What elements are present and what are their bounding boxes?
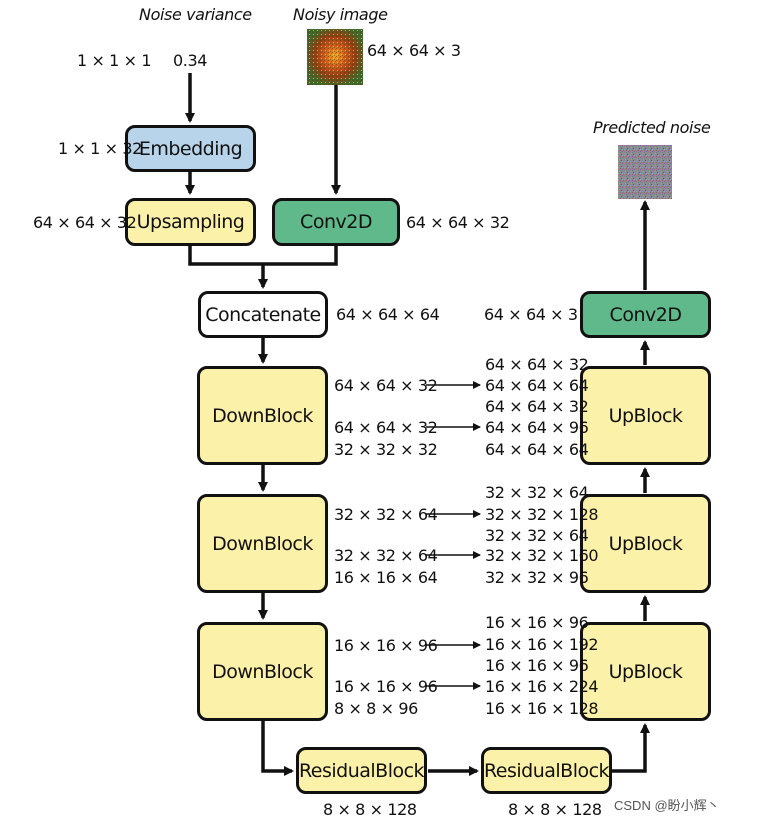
concatenate-shape: 64 × 64 × 64 — [336, 305, 440, 324]
noise-variance-header: Noise variance — [139, 5, 252, 24]
watermark-text: CSDN @盼小辉丶 — [614, 798, 720, 813]
ub2-shape-4: 32 × 32 × 160 — [485, 546, 599, 565]
embedding-shape: 1 × 1 × 32 — [58, 139, 142, 158]
ub3-shape-1: 16 × 16 × 96 — [485, 613, 589, 632]
predicted-noise-header: Predicted noise — [593, 118, 711, 137]
db1-skip-shape-1: 64 × 64 × 32 — [334, 376, 438, 395]
ub3-shape-5: 16 × 16 × 128 — [485, 699, 599, 718]
ub3-shape-3: 16 × 16 × 96 — [485, 656, 589, 675]
line-db3-to-res1 — [261, 721, 294, 776]
line-res2-to-ub3 — [612, 723, 650, 773]
embedding-node: Embedding — [125, 125, 256, 172]
noise-value: 0.34 — [173, 51, 208, 70]
db3-skip-shape-1: 16 × 16 × 96 — [334, 636, 438, 655]
residual-block-2: ResidualBlock — [481, 747, 612, 794]
db1-output-shape: 32 × 32 × 32 — [334, 440, 438, 459]
db1-skip-shape-2: 64 × 64 × 32 — [334, 418, 438, 437]
ub1-shape-3: 64 × 64 × 32 — [485, 397, 589, 416]
noisy-image-thumbnail — [307, 29, 363, 85]
ub1-shape-1: 64 × 64 × 32 — [485, 355, 589, 374]
downblock-3: DownBlock — [197, 622, 328, 721]
upsampling-node: Upsampling — [125, 198, 256, 246]
noisy-image-shape: 64 × 64 × 3 — [367, 41, 461, 60]
db2-skip-shape-2: 32 × 32 × 64 — [334, 546, 438, 565]
residual-block-1: ResidualBlock — [296, 747, 427, 794]
noisy-image-header: Noisy image — [293, 5, 388, 24]
downblock-2: DownBlock — [197, 494, 328, 593]
db3-output-shape: 8 × 8 × 96 — [334, 699, 418, 718]
concatenate-node: Concatenate — [198, 291, 328, 338]
db2-skip-shape-1: 32 × 32 × 64 — [334, 505, 438, 524]
ub3-shape-4: 16 × 16 × 224 — [485, 677, 599, 696]
ub1-shape-2: 64 × 64 × 64 — [485, 376, 589, 395]
residual-1-shape: 8 × 8 × 128 — [323, 800, 417, 819]
noise-input-shape: 1 × 1 × 1 — [77, 51, 152, 70]
ub3-shape-2: 16 × 16 × 192 — [485, 635, 599, 654]
ub2-shape-1: 32 × 32 × 64 — [485, 483, 589, 502]
ub1-shape-5: 64 × 64 × 64 — [485, 440, 589, 459]
upblock-3: UpBlock — [580, 622, 711, 721]
ub2-shape-2: 32 × 32 × 128 — [485, 505, 599, 524]
upblock-1: UpBlock — [580, 366, 711, 465]
db3-skip-shape-2: 16 × 16 × 96 — [334, 677, 438, 696]
conv2d-input-node: Conv2D — [272, 198, 400, 246]
db2-output-shape: 16 × 16 × 64 — [334, 568, 438, 587]
ub1-shape-4: 64 × 64 × 96 — [485, 418, 589, 437]
ub2-shape-3: 32 × 32 × 64 — [485, 526, 589, 545]
merge-lines — [188, 246, 338, 266]
ub2-shape-5: 32 × 32 × 96 — [485, 568, 589, 587]
upblock-2: UpBlock — [580, 494, 711, 593]
residual-2-shape: 8 × 8 × 128 — [508, 800, 602, 819]
conv2d-output-node: Conv2D — [580, 291, 711, 338]
downblock-1: DownBlock — [197, 366, 328, 465]
predicted-noise-thumbnail — [618, 145, 672, 199]
upsampling-shape: 64 × 64 × 32 — [33, 213, 137, 232]
conv2d-output-shape: 64 × 64 × 3 — [484, 305, 578, 324]
conv2d-input-shape: 64 × 64 × 32 — [406, 213, 510, 232]
